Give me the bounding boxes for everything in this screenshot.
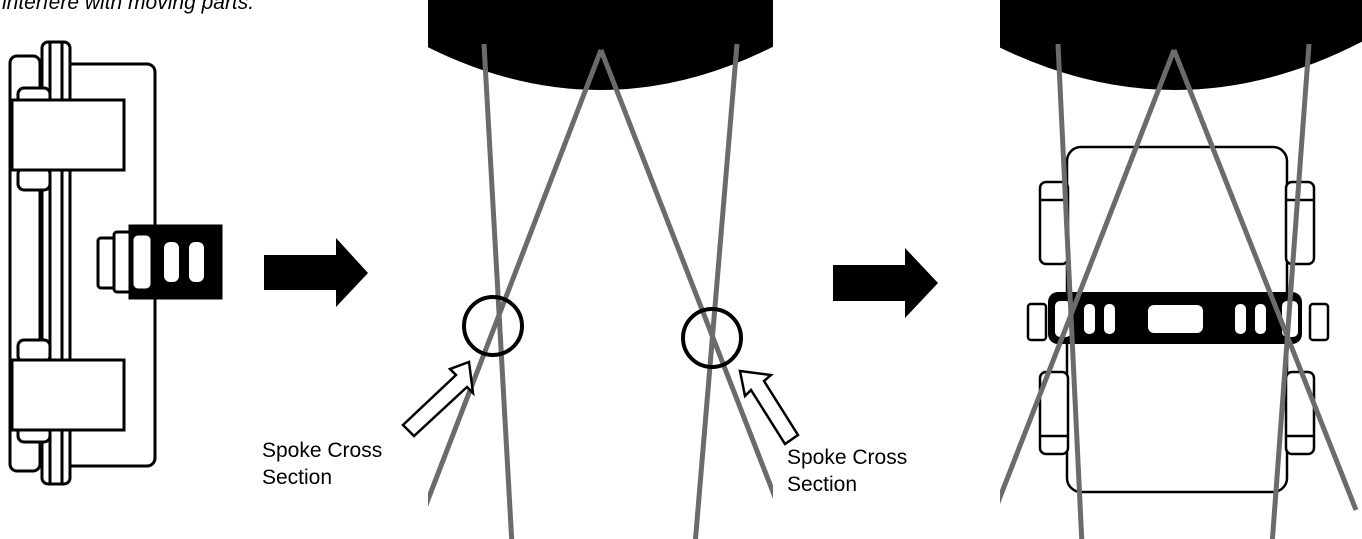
sensor-side-view	[8, 40, 223, 486]
caption-text: interfere with moving parts.	[2, 0, 255, 14]
sensor-lug	[1038, 370, 1070, 456]
mounted-sensor-view	[1000, 0, 1362, 539]
strap-end	[96, 224, 223, 300]
sensor-lug	[1284, 370, 1316, 456]
spoke-cross-section-label: Spoke Cross Section	[262, 439, 383, 489]
spokes	[428, 43, 773, 539]
arrow-right-icon	[264, 238, 368, 307]
outline-arrow-icon	[401, 360, 475, 438]
cross-section-circle	[681, 307, 743, 369]
cross-section-circle	[462, 295, 524, 357]
wheel-hub	[1000, 0, 1362, 90]
sensor-top-block	[10, 98, 126, 172]
spokes	[1000, 43, 1359, 539]
arrow-right-icon	[833, 248, 938, 318]
outline-arrow-icon	[738, 369, 800, 446]
spoke-cross-section-label: Spoke Cross Section	[787, 446, 908, 496]
wheel-hub	[428, 0, 773, 90]
strap-band	[1026, 292, 1330, 344]
sensor-bottom-block	[10, 358, 126, 432]
wheel-spoke-view	[428, 0, 773, 539]
